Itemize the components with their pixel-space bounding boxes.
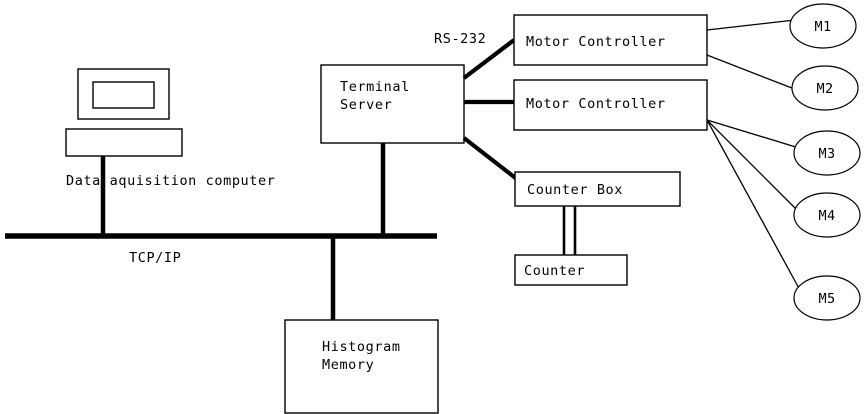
motor-m1-label: M1: [814, 19, 831, 35]
workstation-caption: Data aquisition computer: [66, 173, 275, 189]
link-terminal-server-to-motor-controller-1: [462, 38, 516, 80]
motor-m3-ellipse: [793, 130, 861, 176]
motor-controller-1-box: [513, 14, 708, 66]
link-controller1-to-m2: [706, 54, 798, 91]
link-terminal-server-to-counter-box: [462, 136, 520, 182]
motor-m3-label: M3: [818, 146, 835, 162]
link-controller1-to-m1: [706, 19, 796, 31]
link-controller2-to-m5: [706, 119, 802, 293]
motor-m5-ellipse: [793, 275, 861, 321]
link-controller2-to-m4: [706, 119, 800, 213]
motor-m4-label: M4: [818, 208, 835, 224]
motor-controller-1-label: Motor Controller: [526, 34, 666, 50]
rs232-label: RS-232: [434, 31, 486, 47]
counter-box-box: [514, 171, 681, 207]
histogram-memory-box: [284, 319, 439, 414]
motor-controller-2-box: [513, 79, 708, 131]
counter-label: Counter: [524, 263, 585, 279]
link-controller2-to-m3: [706, 119, 800, 149]
motor-m2-label: M2: [816, 81, 833, 97]
motor-m1-ellipse: [789, 3, 857, 49]
motor-m2-ellipse: [791, 65, 859, 111]
motor-controller-2-label: Motor Controller: [526, 96, 666, 112]
screen: [92, 81, 155, 109]
tcpip-bus-label: TCP/IP: [129, 250, 181, 266]
terminal-server-label-line2: Server: [340, 97, 392, 113]
counter-box: [514, 254, 628, 286]
terminal-server-box: [320, 64, 465, 144]
counter-box-label: Counter Box: [527, 182, 623, 198]
terminal-server-label-line1: Terminal: [340, 79, 410, 95]
motor-m5-label: M5: [818, 291, 835, 307]
histogram-memory-label-line1: Histogram: [322, 339, 401, 355]
keyboard: [65, 128, 183, 157]
motor-m4-ellipse: [793, 192, 861, 238]
histogram-memory-label-line2: Memory: [322, 357, 374, 373]
